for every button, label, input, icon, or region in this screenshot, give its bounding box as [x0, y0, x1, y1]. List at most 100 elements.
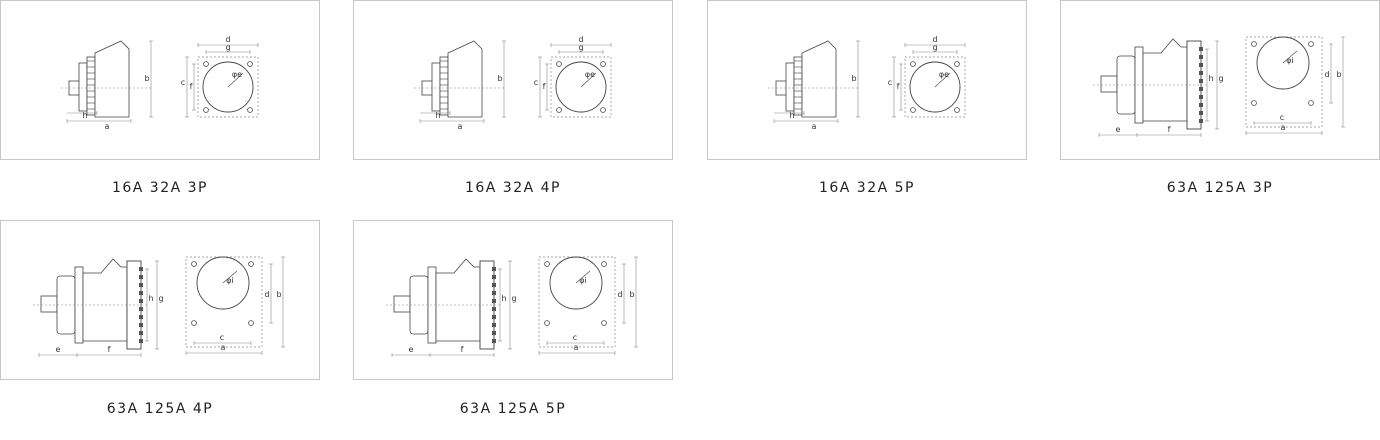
- rib: [492, 299, 496, 303]
- mounting-hole: [556, 61, 562, 67]
- rib: [492, 283, 496, 287]
- dimension-label: g: [511, 294, 516, 303]
- rib: [492, 291, 496, 295]
- dimension-label: h: [435, 111, 440, 120]
- dimension-label: a: [458, 122, 463, 131]
- flange: [78, 62, 88, 112]
- dimension-label: a: [1281, 123, 1286, 132]
- dimension-label: φe: [939, 70, 949, 79]
- front-view: [1245, 36, 1345, 135]
- mounting-hole: [247, 61, 253, 67]
- dimension-label: g: [1218, 74, 1223, 83]
- housing: [435, 258, 481, 342]
- dimension-label: g: [225, 43, 230, 52]
- side-view: [768, 40, 860, 123]
- dimension-label: e: [56, 345, 61, 354]
- product-caption: 63A 125A 4P: [106, 401, 214, 417]
- side-view: [1093, 38, 1219, 137]
- dimension-label: f: [897, 82, 900, 91]
- dimension-label: φi: [1286, 56, 1294, 65]
- side-view: [386, 258, 512, 357]
- rib: [1199, 63, 1203, 67]
- mounting-outline: [197, 56, 259, 118]
- mounting-hole: [601, 261, 607, 267]
- rib: [1199, 87, 1203, 91]
- dimension-label: c: [1280, 113, 1284, 122]
- dimension-line: [934, 72, 951, 88]
- dimension-label: h: [501, 294, 506, 303]
- dimension-label: b: [851, 74, 856, 83]
- mounting-outline: [550, 56, 612, 118]
- dimension-label: d: [617, 290, 622, 299]
- mounting-hole: [191, 261, 197, 267]
- rib: [139, 291, 143, 295]
- front-view: [892, 43, 966, 118]
- mounting-hole: [1251, 100, 1257, 106]
- plug-stem: [40, 295, 58, 313]
- mounting-hole: [1308, 100, 1314, 106]
- dimension-label: f: [461, 345, 464, 354]
- rib: [139, 299, 143, 303]
- dimension-label: f: [108, 345, 111, 354]
- mounting-hole: [910, 61, 916, 67]
- dimension-label: φi: [226, 276, 234, 285]
- dimension-label: b: [144, 74, 149, 83]
- rib: [1199, 55, 1203, 59]
- mounting-hole: [1251, 41, 1257, 47]
- housing: [801, 40, 837, 118]
- rib: [1199, 95, 1203, 99]
- rib: [139, 331, 143, 335]
- dimension-label: e: [1116, 125, 1121, 134]
- rib: [492, 339, 496, 343]
- side-view: [61, 40, 153, 123]
- product-caption: 63A 125A 3P: [1166, 180, 1274, 196]
- rib: [492, 267, 496, 271]
- rib: [492, 331, 496, 335]
- dimension-label: b: [497, 74, 502, 83]
- rib: [1199, 119, 1203, 123]
- rib: [139, 323, 143, 327]
- drawing-frame: a b h d g c f φe: [353, 0, 673, 160]
- dimension-label: f: [543, 82, 546, 91]
- rib: [139, 339, 143, 343]
- rib: [1199, 111, 1203, 115]
- product-caption: 16A 32A 4P: [464, 180, 562, 196]
- dimension-label: g: [932, 43, 937, 52]
- mounting-hole: [248, 320, 254, 326]
- technical-drawing: a b h d g c f φe: [414, 35, 612, 131]
- ribbed-ring: [86, 56, 96, 116]
- drawing-frame: e f h g c a d b φi: [0, 220, 320, 380]
- front-view: [538, 43, 612, 118]
- dimension-line: [222, 270, 238, 284]
- rib: [492, 275, 496, 279]
- mounting-hole: [247, 107, 253, 113]
- rib: [1199, 79, 1203, 83]
- drawing-frame: a b h d g c f φe: [0, 0, 320, 160]
- rib: [492, 307, 496, 311]
- dimension-label: c: [573, 333, 577, 342]
- drawing-frame: e f h g c a d b φi: [353, 220, 673, 380]
- technical-drawing: e f h g c a d b φi: [1093, 36, 1345, 137]
- technical-drawing: a b h d g c f φe: [61, 35, 259, 131]
- rib: [139, 307, 143, 311]
- dimension-label: a: [812, 122, 817, 131]
- ribbed-ring: [439, 56, 449, 116]
- rib: [139, 315, 143, 319]
- dimension-label: d: [578, 35, 583, 44]
- dimension-line: [1282, 50, 1298, 64]
- dimension-label: b: [1336, 70, 1341, 79]
- technical-drawing: e f h g c a d b φi: [33, 256, 285, 357]
- product-caption: 63A 125A 5P: [459, 401, 567, 417]
- dimension-label: h: [82, 111, 87, 120]
- mounting-hole: [1308, 41, 1314, 47]
- dimension-label: f: [190, 82, 193, 91]
- dimension-label: φe: [232, 70, 242, 79]
- mounting-hole: [954, 61, 960, 67]
- technical-drawing: e f h g c a d b φi: [386, 256, 638, 357]
- rib: [139, 267, 143, 271]
- mounting-hole: [191, 320, 197, 326]
- mounting-hole: [600, 61, 606, 67]
- mounting-outline: [904, 56, 966, 118]
- dimension-label: c: [888, 78, 892, 87]
- rib: [1199, 103, 1203, 107]
